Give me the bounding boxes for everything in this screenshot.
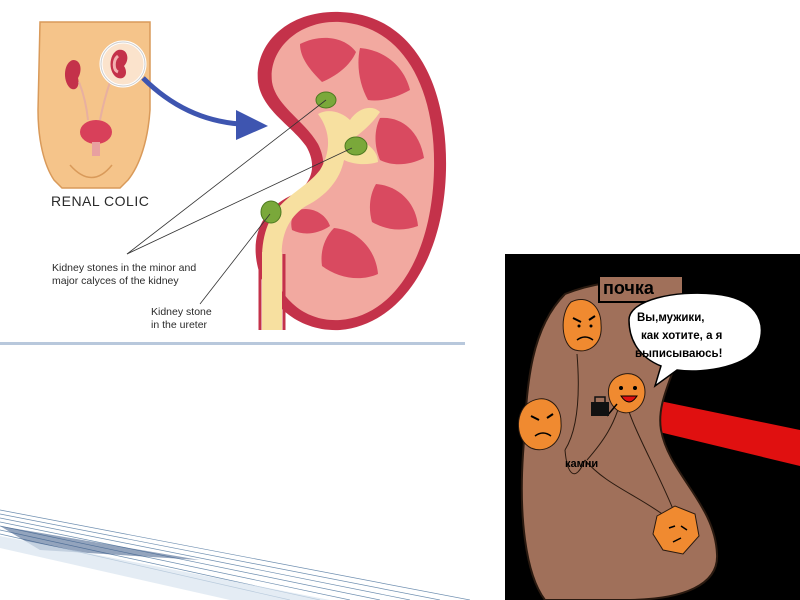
speech-line-1: Вы,мужики, xyxy=(637,312,705,324)
divider-line xyxy=(0,342,465,345)
suitcase-icon xyxy=(591,402,609,416)
figure-title: RENAL COLIC xyxy=(51,193,150,209)
stone-face-1 xyxy=(562,299,602,352)
cartoon-kidney-drawing xyxy=(518,275,800,600)
renal-colic-illustration: RENAL COLIC Kidney stones in the minor a… xyxy=(0,0,465,348)
pointer-arrow xyxy=(141,76,241,127)
calyces-label-line1: Kidney stones in the minor and xyxy=(52,262,197,274)
ureter-label-line1: Kidney stone xyxy=(151,306,212,318)
kidney-stone-2 xyxy=(344,136,368,156)
renal-colic-drawing xyxy=(0,11,465,345)
cartoon-ureter xyxy=(651,400,800,466)
ureter-label-line2: in the ureter xyxy=(151,319,208,331)
stones-label: камни xyxy=(565,458,599,470)
speech-bubble xyxy=(628,292,763,388)
kidney-cross-section xyxy=(255,11,447,331)
speech-line-3: выписываюсь! xyxy=(635,348,723,360)
leader-lines xyxy=(126,99,353,305)
kidney-stone-ureter xyxy=(260,200,282,224)
stone-face-3 xyxy=(518,398,562,451)
organ-label: почка xyxy=(603,278,654,298)
cartoon-kidney-panel: почка Вы,мужики, как хотите, а я выписыв… xyxy=(505,254,800,600)
speech-line-2: как хотите, а я xyxy=(641,330,723,342)
calyces-label-line2: major calyces of the kidney xyxy=(52,275,179,287)
decorative-corner xyxy=(0,490,470,600)
stone-face-4 xyxy=(652,505,700,555)
stone-face-2 xyxy=(606,373,646,417)
